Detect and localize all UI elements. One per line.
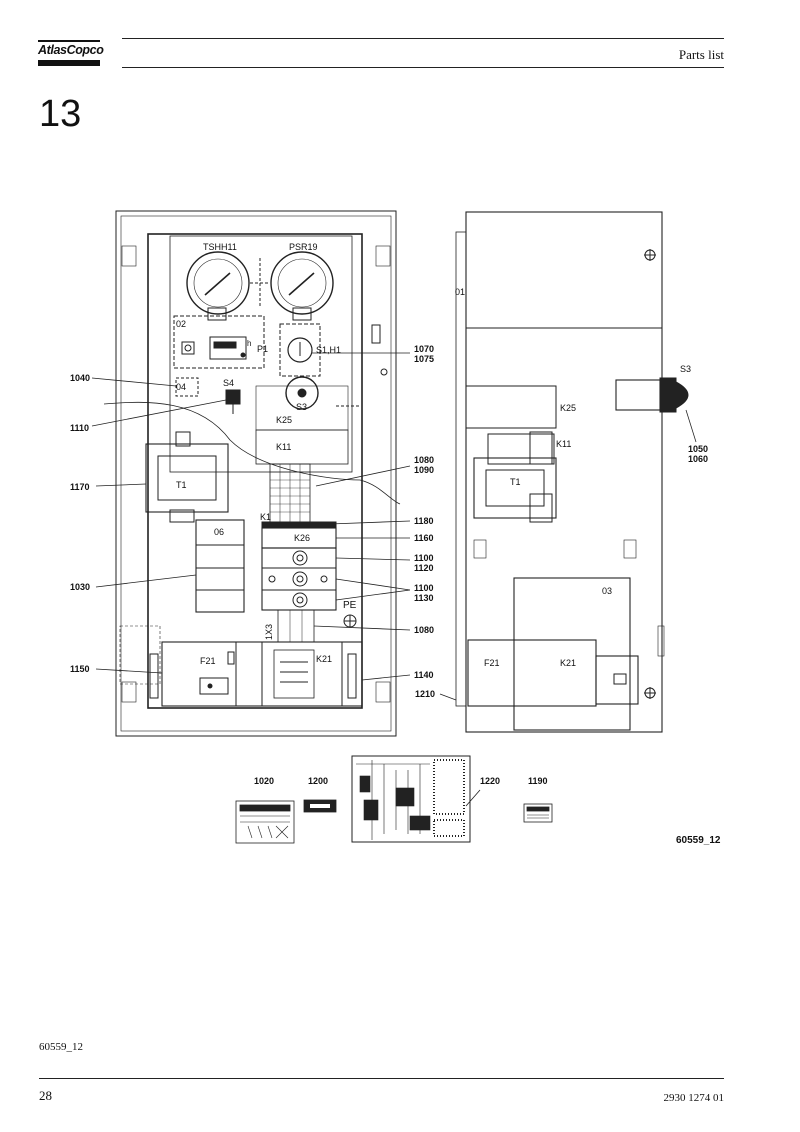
terminal-strip-1x3 [277,609,315,643]
label-03: 03 [602,586,612,596]
leader-lines [91,352,697,807]
section-title: Parts list [678,47,724,62]
module-06 [195,519,245,613]
callout-1090: 1090 [414,465,434,475]
module-02 [173,315,265,369]
figure-reference: 60559_12 [39,1041,83,1053]
label-k25-side: K25 [560,403,576,413]
label-f21-side: F21 [484,658,500,668]
contactor-k11 [255,429,349,465]
decal-1190 [523,803,553,823]
relay-k25-side [465,385,557,429]
emergency-stop-side [615,379,661,411]
transformer-t1-side [473,457,557,519]
decal-1020 [235,800,295,844]
callout-1120: 1120 [414,563,434,573]
logo-text: AtlasCopco [38,43,104,57]
contactor-k21 [273,649,315,699]
callout-1130: 1130 [414,593,434,603]
callout-1030: 1030 [70,582,90,592]
cabinet-front-outer [115,210,397,737]
label-tshh11: TSHH11 [203,242,237,252]
callout-1170: 1170 [70,482,90,492]
callout-1020: 1020 [254,776,274,786]
label-p1: P1 [257,344,268,354]
label-pe: PE [343,600,357,611]
label-k25: K25 [276,415,292,425]
logo-top-bar [38,40,100,42]
label-k11: K11 [276,442,291,452]
label-s3-side: S3 [680,364,691,374]
label-k21-side: K21 [560,658,576,668]
callout-1200: 1200 [308,776,328,786]
wiring-diagram-1220 [351,755,471,843]
callout-1075: 1075 [414,354,434,364]
gauge-psr19 [270,251,334,315]
callout-1140: 1140 [414,670,434,680]
label-02: 02 [176,319,186,329]
gauge-panel [169,235,353,473]
callout-1210: 1210 [415,689,435,699]
label-s4: S4 [223,378,234,388]
component-labels: TSHH11 PSR19 02 P1 h S1,H1 04 S4 S3 K25 … [176,242,691,668]
label-s1-h1: S1,H1 [316,345,341,355]
logo-bottom-bar [38,60,100,66]
callout-1150: 1150 [70,664,90,674]
mounting-plate [147,233,363,709]
callout-1080: 1080 [414,455,434,465]
emergency-stop-s3 [285,376,319,410]
callout-1190: 1190 [528,776,548,786]
lamp-s1-h1 [287,337,313,363]
fuse-block [261,547,337,611]
label-h: h [247,339,251,348]
document-number: 2930 1274 01 [663,1092,725,1104]
label-t1-side: T1 [510,477,521,487]
callout-1080-b: 1080 [414,625,434,635]
switch-s4 [225,389,241,405]
figure-id: 60559_12 [676,835,721,846]
breaker-f21 [199,677,229,695]
chapter-number: 13 [39,93,82,135]
module-04 [175,377,199,397]
label-01: 01 [455,287,465,297]
label-04: 04 [176,382,186,392]
callout-1060: 1060 [688,454,708,464]
label-psr19: PSR19 [289,242,318,252]
label-t1: T1 [176,480,187,490]
label-1x3: 1X3 [264,624,274,640]
label-k11-side: K11 [556,439,571,449]
module-03 [513,577,631,731]
part-callouts: 1040 1110 1170 1030 1150 1070 1075 1080 … [70,344,721,846]
label-06: 06 [214,527,224,537]
label-k26: K26 [294,533,310,543]
callout-1100-a: 1100 [414,553,434,563]
contactor-k11-side [487,433,555,465]
callout-1160: 1160 [414,533,434,543]
atlas-copco-logo: AtlasCopco [38,40,104,66]
callout-1220: 1220 [480,776,500,786]
breaker-row-side [467,639,597,707]
hour-counter-p1 [209,336,247,360]
page-number: 28 [39,1088,52,1103]
callout-1110: 1110 [70,423,89,433]
callout-1050: 1050 [688,444,708,454]
transformer-t1 [145,443,229,513]
label-f21: F21 [200,656,216,666]
label-k21: K21 [316,654,332,664]
callout-1100-b: 1100 [414,583,434,593]
callout-1070: 1070 [414,344,434,354]
footer-rule [39,1078,724,1079]
callout-1180: 1180 [414,516,434,526]
label-k1: K1 [260,512,271,522]
header-rule-bottom [122,67,724,68]
callout-1040: 1040 [70,373,90,383]
cabinet-front-inner [120,215,392,732]
label-s3: S3 [296,402,307,412]
gauge-tshh11 [186,251,250,315]
header-rule-top [122,38,724,39]
rail-k1 [261,521,337,529]
cabinet-side [465,211,663,733]
